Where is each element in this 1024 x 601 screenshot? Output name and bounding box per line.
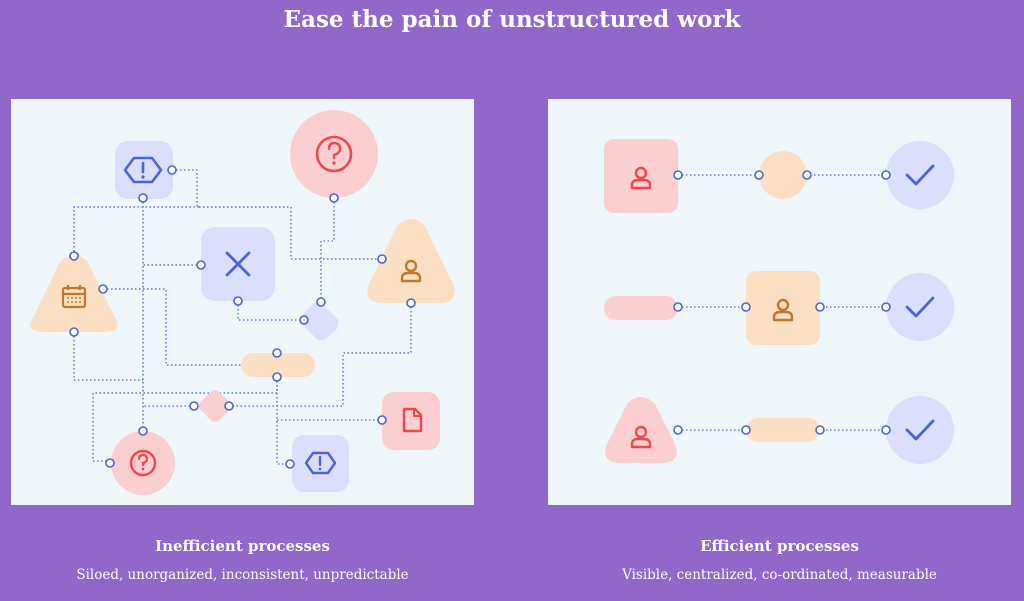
question-node — [290, 110, 378, 198]
alert-hexagon-node — [115, 141, 173, 199]
connector-line — [73, 332, 143, 381]
calendar-icon — [61, 285, 87, 309]
alert-hexagon-icon — [304, 451, 337, 475]
user-triangle-node — [367, 219, 455, 303]
efficient-heading: Efficient processes — [700, 537, 859, 555]
pill-node — [604, 296, 678, 320]
pill-node — [746, 418, 820, 442]
connector-line — [237, 301, 304, 321]
check-icon — [884, 271, 956, 343]
user-square-node — [604, 139, 678, 213]
row-3 — [605, 394, 956, 466]
inefficient-diagram-panel — [11, 99, 474, 505]
user-square-node — [746, 271, 820, 345]
connector-line — [103, 288, 243, 366]
document-node — [382, 392, 440, 450]
diamond-node-pink — [199, 390, 231, 422]
diamond-node — [300, 302, 339, 341]
connector-line — [73, 206, 199, 256]
close-icon — [225, 251, 251, 277]
inefficient-diagram — [30, 110, 455, 495]
connector-line — [172, 169, 382, 260]
alert-hexagon-node-small — [292, 435, 349, 492]
efficient-caption: Efficient processes Visible, centralized… — [548, 537, 1011, 583]
row-2 — [604, 271, 956, 345]
question-node-small — [111, 431, 175, 495]
row-1 — [604, 139, 956, 213]
question-icon — [315, 135, 353, 173]
efficient-diagram — [604, 139, 956, 466]
connector-line — [229, 303, 412, 407]
check-icon — [884, 139, 956, 211]
pill-node — [241, 353, 315, 377]
user-triangle-node — [605, 397, 677, 463]
close-node — [201, 227, 275, 301]
check-icon — [884, 394, 956, 466]
connector-ports — [673, 170, 891, 435]
page-title: Ease the pain of unstructured work — [283, 6, 741, 33]
connector-line — [320, 198, 335, 302]
circle-node — [759, 151, 807, 199]
inefficient-subtitle: Siloed, unorganized, inconsistent, unpre… — [76, 567, 409, 583]
alert-hexagon-icon — [123, 156, 163, 184]
connector-line — [92, 377, 278, 462]
connector-lines — [73, 169, 412, 465]
efficient-diagram-panel — [548, 99, 1011, 505]
connector-line — [276, 377, 290, 465]
efficient-subtitle: Visible, centralized, co-ordinated, meas… — [622, 567, 937, 583]
inefficient-caption: Inefficient processes Siloed, unorganize… — [11, 537, 474, 583]
inefficient-heading: Inefficient processes — [155, 537, 330, 555]
question-icon — [129, 449, 157, 477]
connector-ports — [69, 165, 416, 469]
calendar-triangle-node — [30, 255, 118, 332]
